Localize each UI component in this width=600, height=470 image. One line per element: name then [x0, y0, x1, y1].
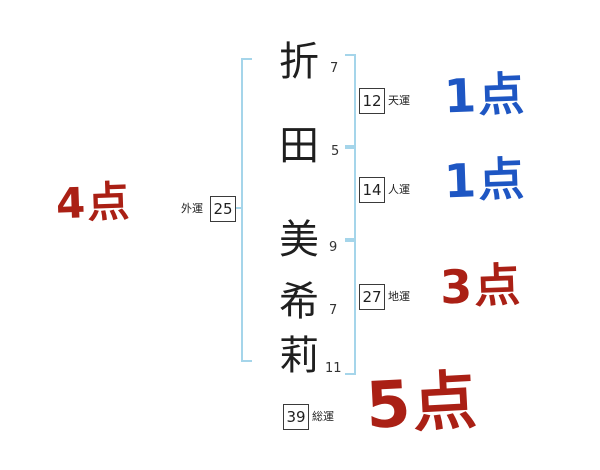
- heaven-luck-bracket: [345, 54, 356, 147]
- heaven-luck-value-box: 12: [359, 88, 385, 114]
- outer-luck-bracket: [241, 58, 252, 362]
- outer-luck-label: 外運: [181, 202, 203, 215]
- total-luck-score: 5点: [364, 364, 481, 444]
- earth-luck-bracket: [345, 240, 356, 375]
- earth-luck-score: 3点: [439, 257, 523, 315]
- earth-luck-value-box: 27: [359, 284, 385, 310]
- stroke-count-4: 7: [329, 303, 338, 318]
- stroke-count-1: 7: [330, 61, 339, 76]
- stroke-count-5: 11: [325, 361, 342, 376]
- name-char-2: 田: [279, 123, 319, 169]
- person-luck-value-box: 14: [359, 177, 385, 203]
- person-luck-score: 1点: [443, 151, 527, 209]
- person-luck-label: 人運: [388, 183, 410, 196]
- earth-luck-label: 地運: [388, 290, 410, 303]
- total-luck-label: 総運: [312, 410, 334, 423]
- stroke-count-2: 5: [331, 144, 340, 159]
- heaven-luck-score: 1点: [443, 66, 527, 124]
- person-luck-bracket: [345, 147, 356, 240]
- heaven-luck-label: 天運: [388, 94, 410, 107]
- stroke-count-3: 9: [329, 240, 338, 255]
- outer-luck-value-box: 25: [210, 196, 236, 222]
- name-char-3: 美: [279, 217, 319, 263]
- total-luck-value-box: 39: [283, 404, 309, 430]
- outer-luck-score: 4点: [55, 176, 133, 229]
- name-char-1: 折: [279, 39, 319, 85]
- name-char-5: 莉: [279, 333, 319, 379]
- name-char-4: 希: [279, 279, 319, 325]
- outer-luck-bracket-tick: [234, 207, 242, 209]
